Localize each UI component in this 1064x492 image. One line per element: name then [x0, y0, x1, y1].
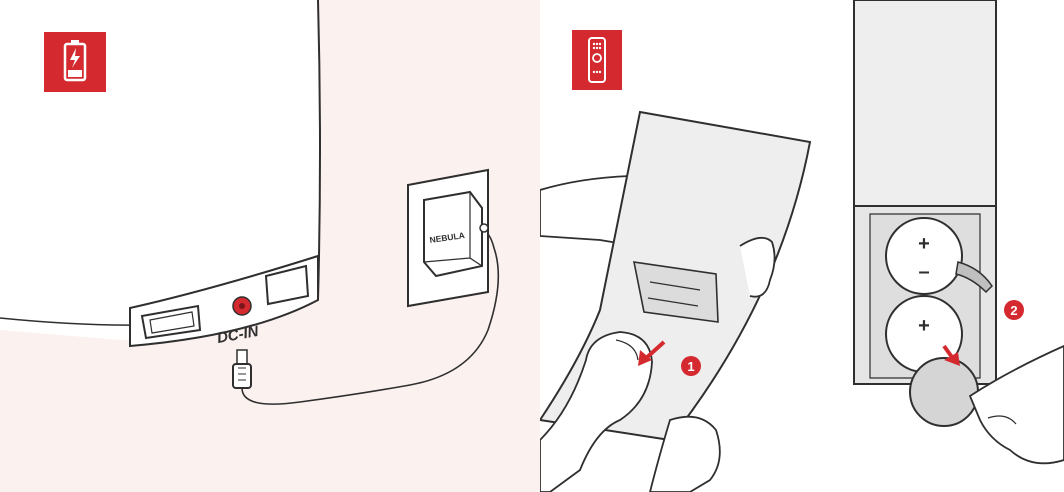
- fingers-right: [739, 236, 776, 298]
- removed-coin-battery: [909, 357, 979, 427]
- battery-cover: [632, 261, 719, 323]
- thumb: [540, 331, 653, 492]
- fingers-lower: [649, 415, 721, 492]
- hdmi-port-inner: [149, 311, 195, 334]
- power-cable: [241, 229, 500, 405]
- step-2-badge: [1004, 300, 1024, 320]
- battery-1-minus: –: [918, 261, 929, 283]
- battery-cover-grooves: [647, 281, 701, 307]
- step-2-illustration: + – + 2: [853, 0, 1064, 465]
- slide-arrowhead: [638, 350, 652, 366]
- battery-charging-icon: [63, 40, 87, 82]
- dc-plug-tip: [236, 349, 248, 365]
- remote-control-icon-badge: [572, 30, 622, 90]
- hand-right: [968, 345, 1064, 465]
- step-1-illustration: 1: [540, 110, 812, 492]
- hdmi-port: [140, 304, 202, 340]
- remove-arrowhead: [944, 352, 960, 366]
- power-adapter-edges: [423, 192, 483, 267]
- battery-1-plus: +: [918, 233, 930, 255]
- step-1-badge: [681, 356, 701, 376]
- dc-in-jack-pin: [239, 303, 245, 309]
- coin-battery-1: [885, 217, 963, 295]
- power-connection-panel: DC-IN NEBULA: [0, 0, 540, 492]
- hand-right-crease: [987, 415, 1017, 425]
- adapter-brand-label: NEBULA: [429, 230, 465, 245]
- adapter-output-port: [479, 223, 489, 233]
- battery-clip: [955, 261, 993, 294]
- battery-2-plus: +: [918, 315, 930, 337]
- thumbnail: [615, 339, 639, 361]
- power-connection-illustration: DC-IN NEBULA: [0, 0, 540, 492]
- usb-port: [264, 264, 310, 306]
- remote-control-icon: [588, 37, 606, 83]
- step-2-number: 2: [1010, 303, 1017, 318]
- remote-battery-panel: 1 + – + 2: [540, 0, 1064, 492]
- dc-plug-grip: [238, 367, 246, 381]
- remote-battery-illustration: 1 + – + 2: [540, 0, 1064, 492]
- remote-upper: [853, 0, 997, 207]
- step-1-number: 1: [687, 359, 694, 374]
